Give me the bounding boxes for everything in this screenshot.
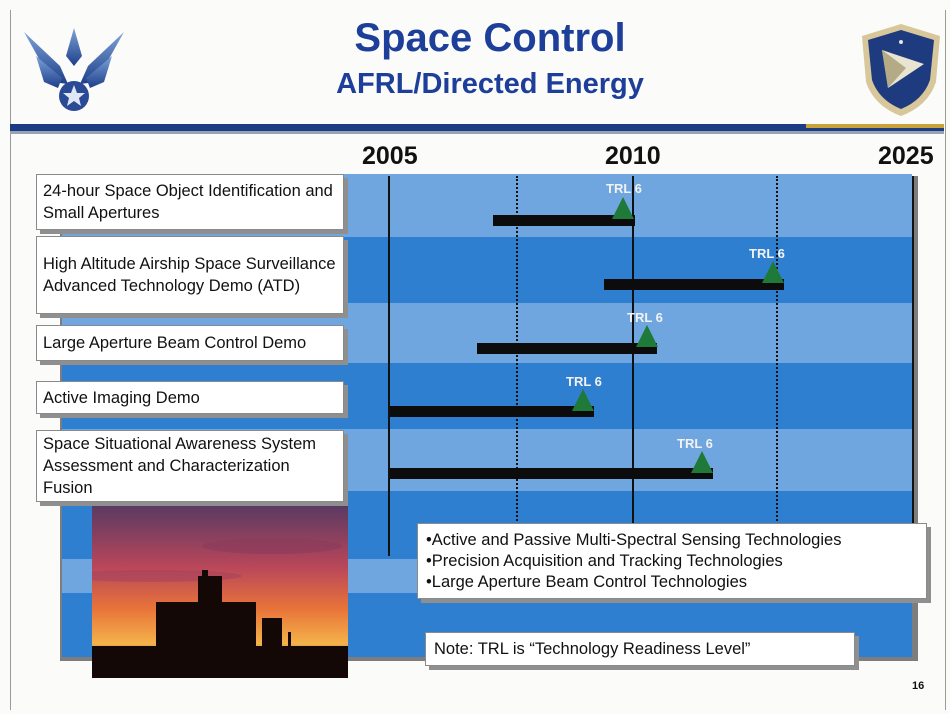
milestone-label: TRL 6 (606, 181, 642, 196)
milestone-marker (636, 325, 658, 347)
program-bar (390, 468, 713, 479)
milestone-marker (572, 389, 594, 411)
header-rule-shadow (10, 131, 944, 134)
afrl-shield-icon (862, 24, 940, 116)
air-force-wings-icon (24, 28, 124, 111)
year-label-2025: 2025 (878, 142, 934, 170)
dashed-gridline (776, 176, 778, 556)
milestone-marker (612, 197, 634, 219)
dashed-gridline (516, 176, 518, 556)
trl-note: Note: TRL is “Technology Readiness Level… (425, 632, 855, 666)
program-label: Active Imaging Demo (36, 381, 344, 414)
page-number: 16 (912, 680, 925, 692)
milestone-marker (691, 451, 713, 473)
program-bar (390, 406, 594, 417)
program-label: Large Aperture Beam Control Demo (36, 325, 344, 361)
axis-line-2010 (632, 176, 634, 556)
axis-line-2005 (388, 176, 390, 556)
technology-item: •Precision Acquisition and Tracking Tech… (426, 552, 783, 570)
technology-item: •Active and Passive Multi-Spectral Sensi… (426, 531, 842, 549)
milestone-label: TRL 6 (566, 374, 602, 389)
milestone-marker (762, 261, 784, 283)
program-bar (493, 215, 635, 226)
milestone-label: TRL 6 (677, 436, 713, 451)
sunset-facility-photo (92, 506, 348, 678)
technologies-box: •Active and Passive Multi-Spectral Sensi… (417, 523, 927, 599)
program-bar (477, 343, 657, 354)
program-label: 24-hour Space Object Identification and … (36, 174, 344, 230)
year-label-2010: 2010 (605, 142, 661, 170)
technology-item: •Large Aperture Beam Control Technologie… (426, 573, 748, 591)
milestone-label: TRL 6 (749, 246, 785, 261)
page-subtitle: AFRL/Directed Energy (336, 68, 644, 100)
header-rule (10, 124, 944, 131)
slide-frame (10, 10, 946, 710)
header-rule-accent (806, 124, 944, 128)
program-bar (604, 279, 784, 290)
axis-line-2025 (912, 176, 914, 556)
page-title: Space Control (354, 16, 626, 60)
year-label-2005: 2005 (362, 142, 418, 170)
milestone-label: TRL 6 (627, 310, 663, 325)
program-label: High Altitude Airship Space Surveillance… (36, 236, 344, 314)
program-label: Space Situational Awareness System Asses… (36, 430, 344, 502)
